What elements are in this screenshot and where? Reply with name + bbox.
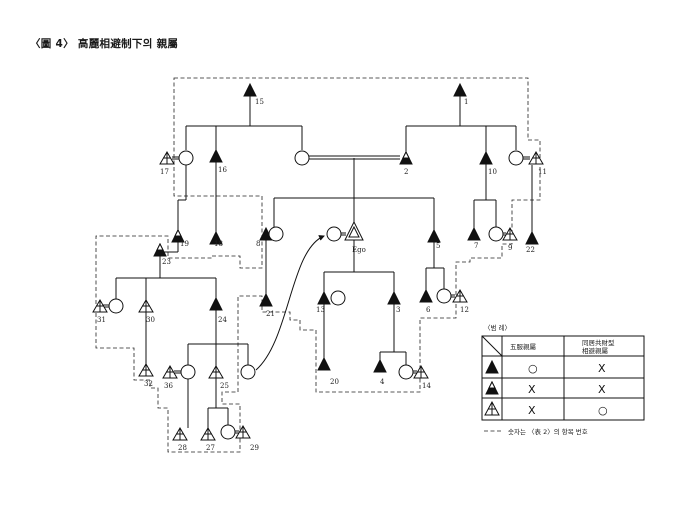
- node-22-triangle: [525, 230, 539, 245]
- node-8-label: 8: [256, 240, 260, 248]
- legend-row1-c1: ○: [528, 362, 538, 375]
- node-36-spouse-circle: [180, 364, 196, 380]
- node-21-label: 21: [266, 310, 275, 318]
- node-12-label: 12: [460, 306, 469, 314]
- node-28-label: 28: [178, 444, 187, 452]
- node-16-triangle: [209, 148, 223, 163]
- legend-footnote: 숫자는 〈表 2〉의 항목 번호: [508, 427, 588, 436]
- node-14-circle: [398, 364, 414, 380]
- node-13-label: 13: [316, 306, 325, 314]
- node-3-label: 3: [396, 306, 400, 314]
- node-5-label: 5: [436, 242, 440, 250]
- node-5-triangle: [427, 228, 441, 243]
- node-17-spouse-circle: [178, 150, 194, 166]
- node-24-label: 24: [218, 316, 227, 324]
- node-8-spouse-circle: [268, 226, 284, 242]
- node-29-circle: [220, 424, 236, 440]
- node-10-label: 10: [488, 168, 497, 176]
- node-9-label: 9: [508, 244, 512, 252]
- node-22-label: 22: [526, 246, 535, 254]
- boundary-dashed-line: [95, 77, 541, 453]
- legend: 〈범 례〉 五服親屬 同居共財型 相避親屬 ○ X X X X ○ 숫자는 〈表…: [481, 323, 645, 436]
- node-18-label: 18: [214, 240, 223, 248]
- node-20-label: 20: [330, 378, 339, 386]
- node-16-label: 16: [218, 166, 227, 174]
- node-36-label: 36: [164, 382, 173, 390]
- ego-label: Ego: [352, 246, 366, 254]
- node-29-label: 29: [250, 444, 259, 452]
- node-31-spouse-circle: [108, 298, 124, 314]
- node-6-label: 6: [426, 306, 431, 314]
- legend-filled-triangle: [485, 359, 499, 374]
- ego-spouse-circle: [326, 226, 342, 242]
- legend-row2-c2: X: [598, 383, 606, 396]
- figure-title: 〈圖 4〉 高麗相避制下의 親屬: [30, 38, 179, 50]
- node-13-spouse-circle: [330, 290, 346, 306]
- node-11-label: 11: [538, 168, 547, 176]
- node-10-triangle: [479, 150, 493, 165]
- node-1-label: 1: [464, 98, 468, 106]
- node-circle-248: [240, 364, 256, 380]
- node-17-label: 17: [160, 168, 169, 176]
- node-24-triangle: [209, 296, 223, 311]
- node-4-triangle: [373, 358, 387, 373]
- node-19-label: 19: [180, 240, 189, 248]
- node-9-circle: [488, 226, 504, 242]
- legend-row1-c2: X: [598, 362, 606, 375]
- legend-col2-header-2: 相避親屬: [582, 346, 608, 355]
- node-7-triangle: [467, 226, 481, 241]
- legend-col2-header-1: 同居共財型: [582, 338, 615, 347]
- node-27-label: 27: [206, 444, 215, 452]
- node-30-label: 30: [146, 316, 155, 324]
- node-25-label: 25: [220, 382, 229, 390]
- node-13-triangle: [317, 290, 331, 305]
- node-18-triangle: [209, 230, 223, 245]
- node-3-triangle: [387, 290, 401, 305]
- node-11-spouse-circle: [508, 150, 524, 166]
- node-21-triangle: [259, 292, 273, 307]
- node-6-triangle: [419, 288, 433, 303]
- node-1-triangle: [453, 82, 467, 97]
- node-spouse-circle-302: [294, 150, 310, 166]
- node-4-label: 4: [380, 378, 385, 386]
- legend-row2-c1: X: [528, 383, 536, 396]
- arrow-to-ego-spouse: [255, 235, 325, 371]
- node-12-circle: [436, 288, 452, 304]
- legend-title: 〈범 례〉: [484, 323, 511, 332]
- node-31-label: 31: [97, 316, 106, 324]
- node-15-label: 15: [255, 98, 264, 106]
- node-32-label: 32: [144, 380, 153, 388]
- node-15-triangle: [243, 82, 257, 97]
- ego-triangle-inner: [348, 225, 360, 238]
- node-7-label: 7: [474, 242, 478, 250]
- legend-row3-c2: ○: [598, 404, 608, 417]
- node-20-triangle: [317, 356, 331, 371]
- legend-row3-c1: X: [528, 404, 536, 417]
- node-2-label: 2: [404, 168, 408, 176]
- node-23-label: 23: [162, 258, 171, 266]
- legend-col1-header: 五服親屬: [510, 342, 536, 351]
- node-14-label: 14: [422, 382, 431, 390]
